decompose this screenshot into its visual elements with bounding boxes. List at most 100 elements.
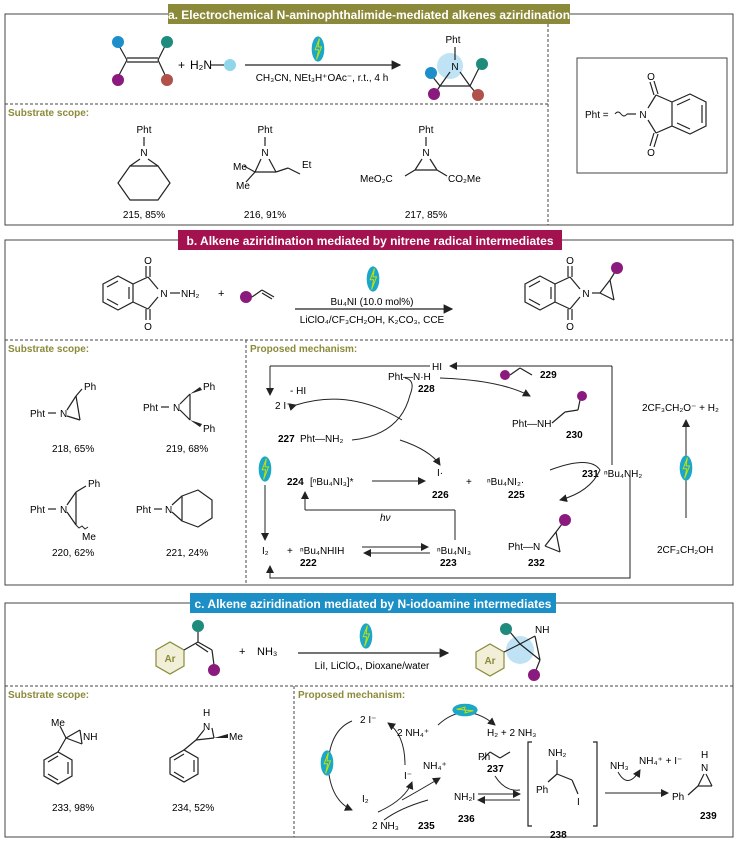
svg-text:N: N bbox=[582, 289, 589, 300]
lightning-bolt-icon bbox=[311, 35, 325, 63]
svg-text:Ar: Ar bbox=[164, 654, 175, 665]
svg-text:NH₂I: NH₂I bbox=[454, 792, 475, 803]
caption-233: 233, 98% bbox=[52, 803, 94, 814]
svg-text:Me: Me bbox=[82, 532, 96, 543]
svg-text:O: O bbox=[647, 148, 655, 159]
svg-text:236: 236 bbox=[458, 814, 475, 825]
amine-reagent: H₂N bbox=[190, 58, 212, 72]
svg-text:Ph: Ph bbox=[203, 382, 215, 393]
aziridine-product-b: O O N bbox=[524, 256, 623, 333]
section-b: b. Alkene aziridination mediated by nitr… bbox=[4, 230, 734, 586]
compound-216: Pht N Me Me Et 216, 91% bbox=[233, 125, 312, 221]
svg-text:222: 222 bbox=[300, 558, 317, 569]
svg-text:O: O bbox=[647, 72, 655, 83]
caption-216: 216, 91% bbox=[244, 210, 286, 221]
svg-text:+: + bbox=[466, 477, 472, 488]
svg-text:ⁿBu₄NI₂·: ⁿBu₄NI₂· bbox=[487, 477, 524, 488]
plus-sign: + bbox=[178, 58, 185, 72]
svg-text:HI: HI bbox=[432, 362, 442, 373]
svg-text:238: 238 bbox=[550, 830, 567, 841]
svg-text:Ph: Ph bbox=[84, 382, 96, 393]
svg-text:Ph: Ph bbox=[478, 752, 490, 763]
section-b-banner bbox=[178, 230, 562, 250]
svg-text:Ph: Ph bbox=[88, 479, 100, 490]
compound-215: Pht N 215, 85% bbox=[117, 125, 171, 221]
svg-text:Pht—N·H: Pht—N·H bbox=[388, 372, 431, 383]
compound-221: Pht N 221, 24% bbox=[136, 489, 213, 559]
compound-219: Pht N Ph Ph 219, 68% bbox=[143, 382, 215, 455]
svg-text:Et: Et bbox=[302, 160, 312, 171]
caption-218: 218, 65% bbox=[52, 444, 94, 455]
section-a: a. Electrochemical N-aminophthalimide-me… bbox=[4, 4, 734, 226]
svg-text:CO₂Me: CO₂Me bbox=[448, 174, 481, 185]
svg-text:N: N bbox=[451, 62, 458, 73]
lightning-bolt-icon bbox=[451, 703, 479, 717]
svg-text:Pht—NH: Pht—NH bbox=[512, 419, 551, 430]
svg-text:Ph: Ph bbox=[203, 424, 215, 435]
purple-dot bbox=[112, 74, 124, 86]
svg-text:N: N bbox=[173, 403, 180, 414]
mechanism-heading-c: Proposed mechanism: bbox=[298, 690, 405, 701]
compound-233: Me NH 233, 98% bbox=[43, 718, 97, 814]
compound-234: H N Me 234, 52% bbox=[169, 708, 243, 814]
svg-text:Ph: Ph bbox=[672, 792, 684, 803]
svg-text:O: O bbox=[144, 322, 152, 333]
svg-text:[ⁿBu₄NI₃]*: [ⁿBu₄NI₃]* bbox=[310, 477, 354, 488]
svg-text:237: 237 bbox=[487, 764, 504, 775]
svg-text:NH₃: NH₃ bbox=[610, 761, 629, 772]
svg-text:224: 224 bbox=[287, 477, 304, 488]
compound-220: Pht N Ph Me 220, 62% bbox=[30, 479, 100, 559]
aziridine-product-c: Ar NH bbox=[475, 623, 549, 681]
svg-text:229: 229 bbox=[540, 370, 557, 381]
svg-text:+: + bbox=[239, 646, 245, 658]
svg-text:I·: I· bbox=[437, 468, 443, 479]
plus-sign-b: + bbox=[218, 288, 224, 300]
svg-text:NH: NH bbox=[83, 732, 97, 743]
svg-text:O: O bbox=[566, 256, 574, 267]
svg-text:2 I⁻: 2 I⁻ bbox=[360, 715, 376, 726]
section-c-title: c. Alkene aziridination mediated by N-io… bbox=[195, 597, 552, 611]
svg-text:NH₄⁺: NH₄⁺ bbox=[423, 761, 447, 772]
cyan-dot bbox=[224, 59, 236, 71]
svg-text:230: 230 bbox=[566, 430, 583, 441]
mechanism-c: 2 I⁻ I⁻ NH₄⁺ I₂ 2 NH₃ 235 2 NH₄⁺ H₂ + 2 … bbox=[320, 703, 717, 841]
lightning-bolt-icon bbox=[359, 622, 373, 650]
svg-text:N: N bbox=[160, 289, 167, 300]
caption-217: 217, 85% bbox=[405, 210, 447, 221]
svg-text:Pht: Pht bbox=[143, 403, 158, 414]
svg-text:I: I bbox=[577, 797, 580, 808]
brown-dot bbox=[161, 74, 173, 86]
svg-text:- HI: - HI bbox=[290, 386, 306, 397]
svg-text:NH₄⁺ + I⁻: NH₄⁺ + I⁻ bbox=[639, 756, 682, 767]
svg-text:H: H bbox=[203, 708, 210, 719]
caption-220: 220, 62% bbox=[52, 548, 94, 559]
section-a-title: a. Electrochemical N-aminophthalimide-me… bbox=[168, 8, 570, 22]
aziridine-product: Pht N bbox=[425, 35, 488, 101]
caption-221: 221, 24% bbox=[166, 548, 208, 559]
svg-text:2CF₃CH₂O⁻ + H₂: 2CF₃CH₂O⁻ + H₂ bbox=[642, 403, 719, 414]
svg-text:Pht: Pht bbox=[30, 409, 45, 420]
conditions-label-c: LiI, LiClO₄, Dioxane/water bbox=[315, 661, 430, 672]
svg-text:ⁿBu₄NI₃: ⁿBu₄NI₃ bbox=[437, 546, 471, 557]
svg-text:2CF₃CH₂OH: 2CF₃CH₂OH bbox=[657, 545, 713, 556]
svg-text:235: 235 bbox=[418, 821, 435, 832]
scope-heading-b: Substrate scope: bbox=[8, 344, 89, 355]
svg-text:232: 232 bbox=[528, 558, 545, 569]
svg-text:225: 225 bbox=[508, 490, 525, 501]
compound-217: Pht N MeO₂C CO₂Me 217, 85% bbox=[360, 125, 481, 221]
svg-text:N: N bbox=[701, 763, 708, 774]
lightning-bolt-icon bbox=[366, 265, 380, 293]
scope-heading-c: Substrate scope: bbox=[8, 690, 89, 701]
aryl-alkene-reagent: Ar bbox=[155, 620, 220, 676]
caption-234: 234, 52% bbox=[172, 803, 214, 814]
svg-text:2 I⁻: 2 I⁻ bbox=[275, 401, 291, 412]
mechanism-b: HI - HI 2 I⁻ 227 Pht—NH₂ Pht—N·H 228 229… bbox=[258, 362, 719, 579]
ammonia-reagent: NH₃ bbox=[257, 646, 277, 658]
svg-text:H: H bbox=[701, 750, 708, 761]
section-a-banner bbox=[168, 4, 570, 24]
reaction-conditions: CH₃CN, NEt₃H⁺OAc⁻, r.t., 4 h bbox=[256, 73, 389, 84]
svg-text:Pht: Pht bbox=[136, 125, 151, 136]
svg-text:N: N bbox=[140, 148, 147, 159]
svg-text:Pht =: Pht = bbox=[585, 110, 609, 121]
svg-text:N: N bbox=[203, 722, 210, 733]
